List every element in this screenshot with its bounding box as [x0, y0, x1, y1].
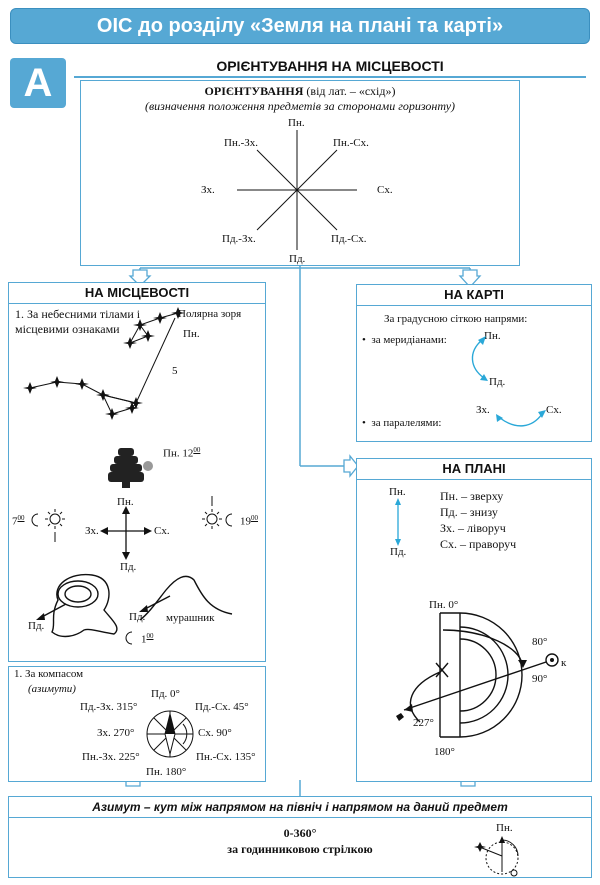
az-ne: Пд.-Сх. 45°	[195, 701, 249, 713]
plan-deg0: Пн. 0°	[429, 599, 459, 611]
stump-s: Пд.	[28, 620, 45, 632]
rose-s: Пд.	[289, 253, 306, 265]
az-se: Пн.-Сх. 135°	[196, 751, 256, 763]
map-pd: Пд.	[489, 376, 506, 388]
page-banner: ОІС до розділу «Земля на плані та карті»	[10, 8, 590, 44]
az-sw: Пн.-Зх. 225°	[82, 751, 140, 763]
plan-rule-s: Пд. – знизу	[440, 505, 498, 519]
az-w: Зх. 270°	[97, 727, 135, 739]
cross-s: Пд.	[120, 561, 137, 573]
plan-rule-w: Зх. – ліворуч	[440, 521, 506, 535]
plan-rule-n: Пн. – зверху	[440, 489, 504, 503]
plan-pn: Пн.	[389, 486, 406, 498]
rose-n: Пн.	[288, 117, 305, 129]
arrow-to-plan	[343, 454, 359, 478]
definition-term: ОРІЄНТУВАННЯ	[204, 84, 304, 98]
time-7-label: 700	[12, 514, 25, 528]
terrain-header: НА МІСЦЕВОСТІ	[8, 282, 266, 304]
cross-w: Зх.	[85, 525, 99, 537]
anthill-label: мурашник	[166, 612, 215, 624]
plan-deg227: 227°	[413, 717, 434, 729]
definition-line: ОРІЄНТУВАННЯ (від лат. – «схід»)	[81, 84, 519, 99]
section-rule	[74, 76, 586, 78]
plan-k: к	[561, 657, 567, 669]
map-zx: Зх.	[476, 404, 490, 416]
rose-ne: Пн.-Сх.	[333, 137, 369, 149]
definition-meaning: визначення положення предметів за сторон…	[148, 99, 452, 113]
compass-azimuths: (азимути)	[28, 683, 76, 695]
plan-rule-e: Сх. – праворуч	[440, 537, 517, 551]
map-sx: Сх.	[546, 404, 562, 416]
terrain-item1: 1. За небесними тілами і місцевими ознак…	[15, 307, 141, 336]
az-nw: Пд.-Зх. 315°	[80, 701, 138, 713]
sun-n-label: Пн.	[117, 496, 134, 508]
map-pn: Пн.	[484, 330, 501, 342]
section-letter: А	[10, 58, 66, 108]
map-intro: За градусною сіткою напрями:	[384, 313, 528, 325]
rose-se: Пд.-Сх.	[331, 233, 367, 245]
definition-box: ОРІЄНТУВАННЯ (від лат. – «схід») (визнач…	[80, 80, 520, 266]
map-parallels: • за паралелями:	[362, 417, 442, 429]
az-n: Пд. 0°	[151, 688, 180, 700]
anthill-s: Пд.	[129, 611, 146, 623]
plan-rules: Пн. – зверху Пд. – знизу Зх. – ліворуч С…	[440, 488, 516, 552]
azimuth-pn: Пн.	[496, 822, 513, 834]
rose-e: Сх.	[377, 184, 393, 196]
azimuth-clockwise: за годинниковою стрілкою	[227, 842, 373, 856]
arrow-to-terrain	[128, 269, 152, 287]
plan-deg80: 80°	[532, 636, 548, 648]
rose-w: Зх.	[201, 184, 215, 196]
cross-e: Сх.	[154, 525, 170, 537]
compass-box	[8, 666, 266, 782]
time-1-label: 100	[141, 632, 154, 646]
polar-star-label: Полярна зоря	[178, 308, 242, 320]
azimuth-definition: Азимут – кут між напрямом на північ і на…	[8, 796, 592, 818]
plan-box	[356, 458, 592, 782]
azimuth-range: 0-360°	[283, 826, 317, 840]
definition-etymology: (від лат. – «схід»)	[303, 84, 396, 98]
map-header: НА КАРТІ	[356, 284, 592, 306]
az-e: Сх. 90°	[198, 727, 232, 739]
plan-deg180: 180°	[434, 746, 455, 758]
sun-noon-label: Пн. 1200	[163, 446, 201, 460]
compass-item: 1. За компасом	[14, 668, 84, 680]
section-title: ОРІЄНТУВАННЯ НА МІСЦЕВОСТІ	[216, 58, 444, 74]
definition-meaning-line: (визначення положення предметів за сторо…	[144, 99, 456, 113]
rose-nw: Пн.-Зх.	[224, 137, 259, 149]
plan-pd: Пд.	[390, 546, 407, 558]
polar-star-pn: Пн.	[183, 328, 200, 340]
plan-deg90: 90°	[532, 673, 548, 685]
distance-five: 5	[172, 365, 178, 377]
time-19-label: 1900	[240, 514, 258, 528]
az-s: Пн. 180°	[146, 766, 187, 778]
plan-header: НА ПЛАНІ	[356, 458, 592, 480]
map-box	[356, 284, 592, 442]
arrow-to-map	[458, 269, 482, 288]
map-meridians: • за меридіанами:	[362, 334, 447, 346]
rose-sw: Пд.-Зх.	[222, 233, 256, 245]
